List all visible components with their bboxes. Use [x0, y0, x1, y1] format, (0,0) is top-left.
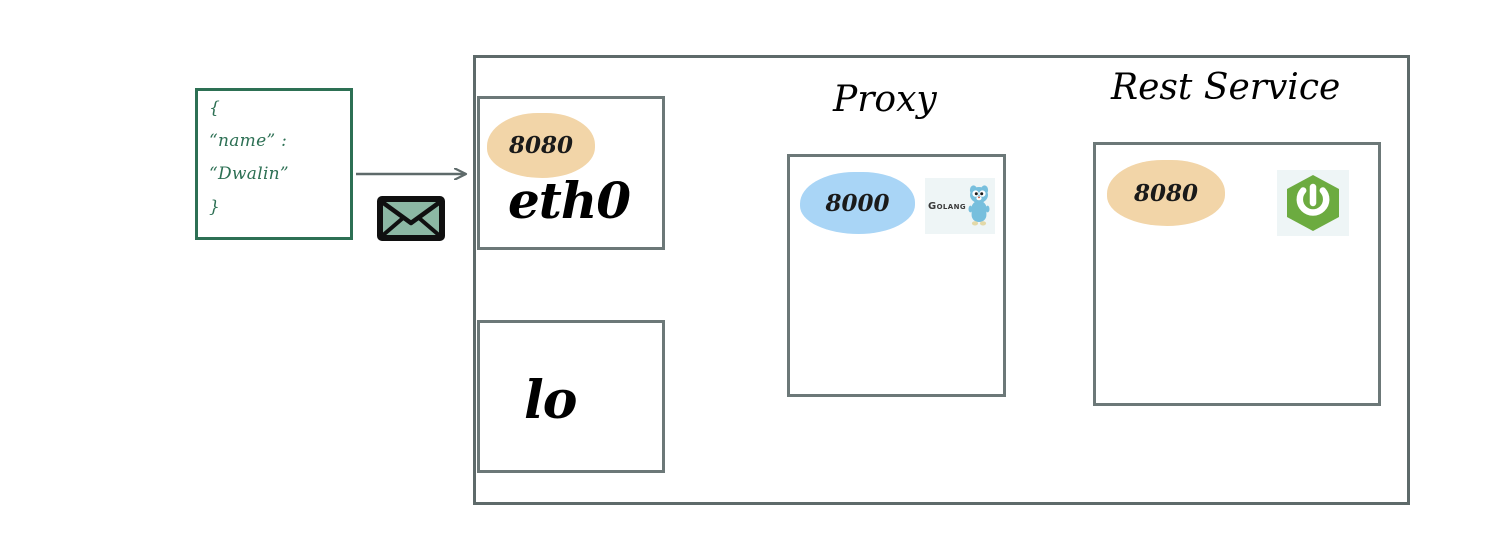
json-payload-box — [195, 88, 353, 240]
golang-gopher-icon: Golang — [925, 178, 995, 234]
port-badge-proxy: 8000 — [800, 172, 915, 234]
interface-eth0-label: eth0 — [508, 171, 631, 230]
rest-service-title: Rest Service — [1111, 67, 1341, 108]
interface-lo-label: lo — [524, 370, 577, 431]
spring-boot-glyph — [1287, 175, 1339, 231]
json-payload-text: { “name” : “Dwalin” } — [209, 98, 289, 217]
port-badge-rest: 8080 — [1107, 160, 1225, 226]
gopher-glyph — [968, 185, 990, 226]
golang-label: Golang — [927, 200, 967, 212]
port-badge-eth0: 8080 — [487, 113, 595, 178]
envelope-icon — [377, 196, 445, 241]
proxy-title: Proxy — [833, 79, 937, 120]
interface-lo[interactable] — [477, 320, 665, 473]
spring-boot-icon — [1277, 170, 1349, 236]
